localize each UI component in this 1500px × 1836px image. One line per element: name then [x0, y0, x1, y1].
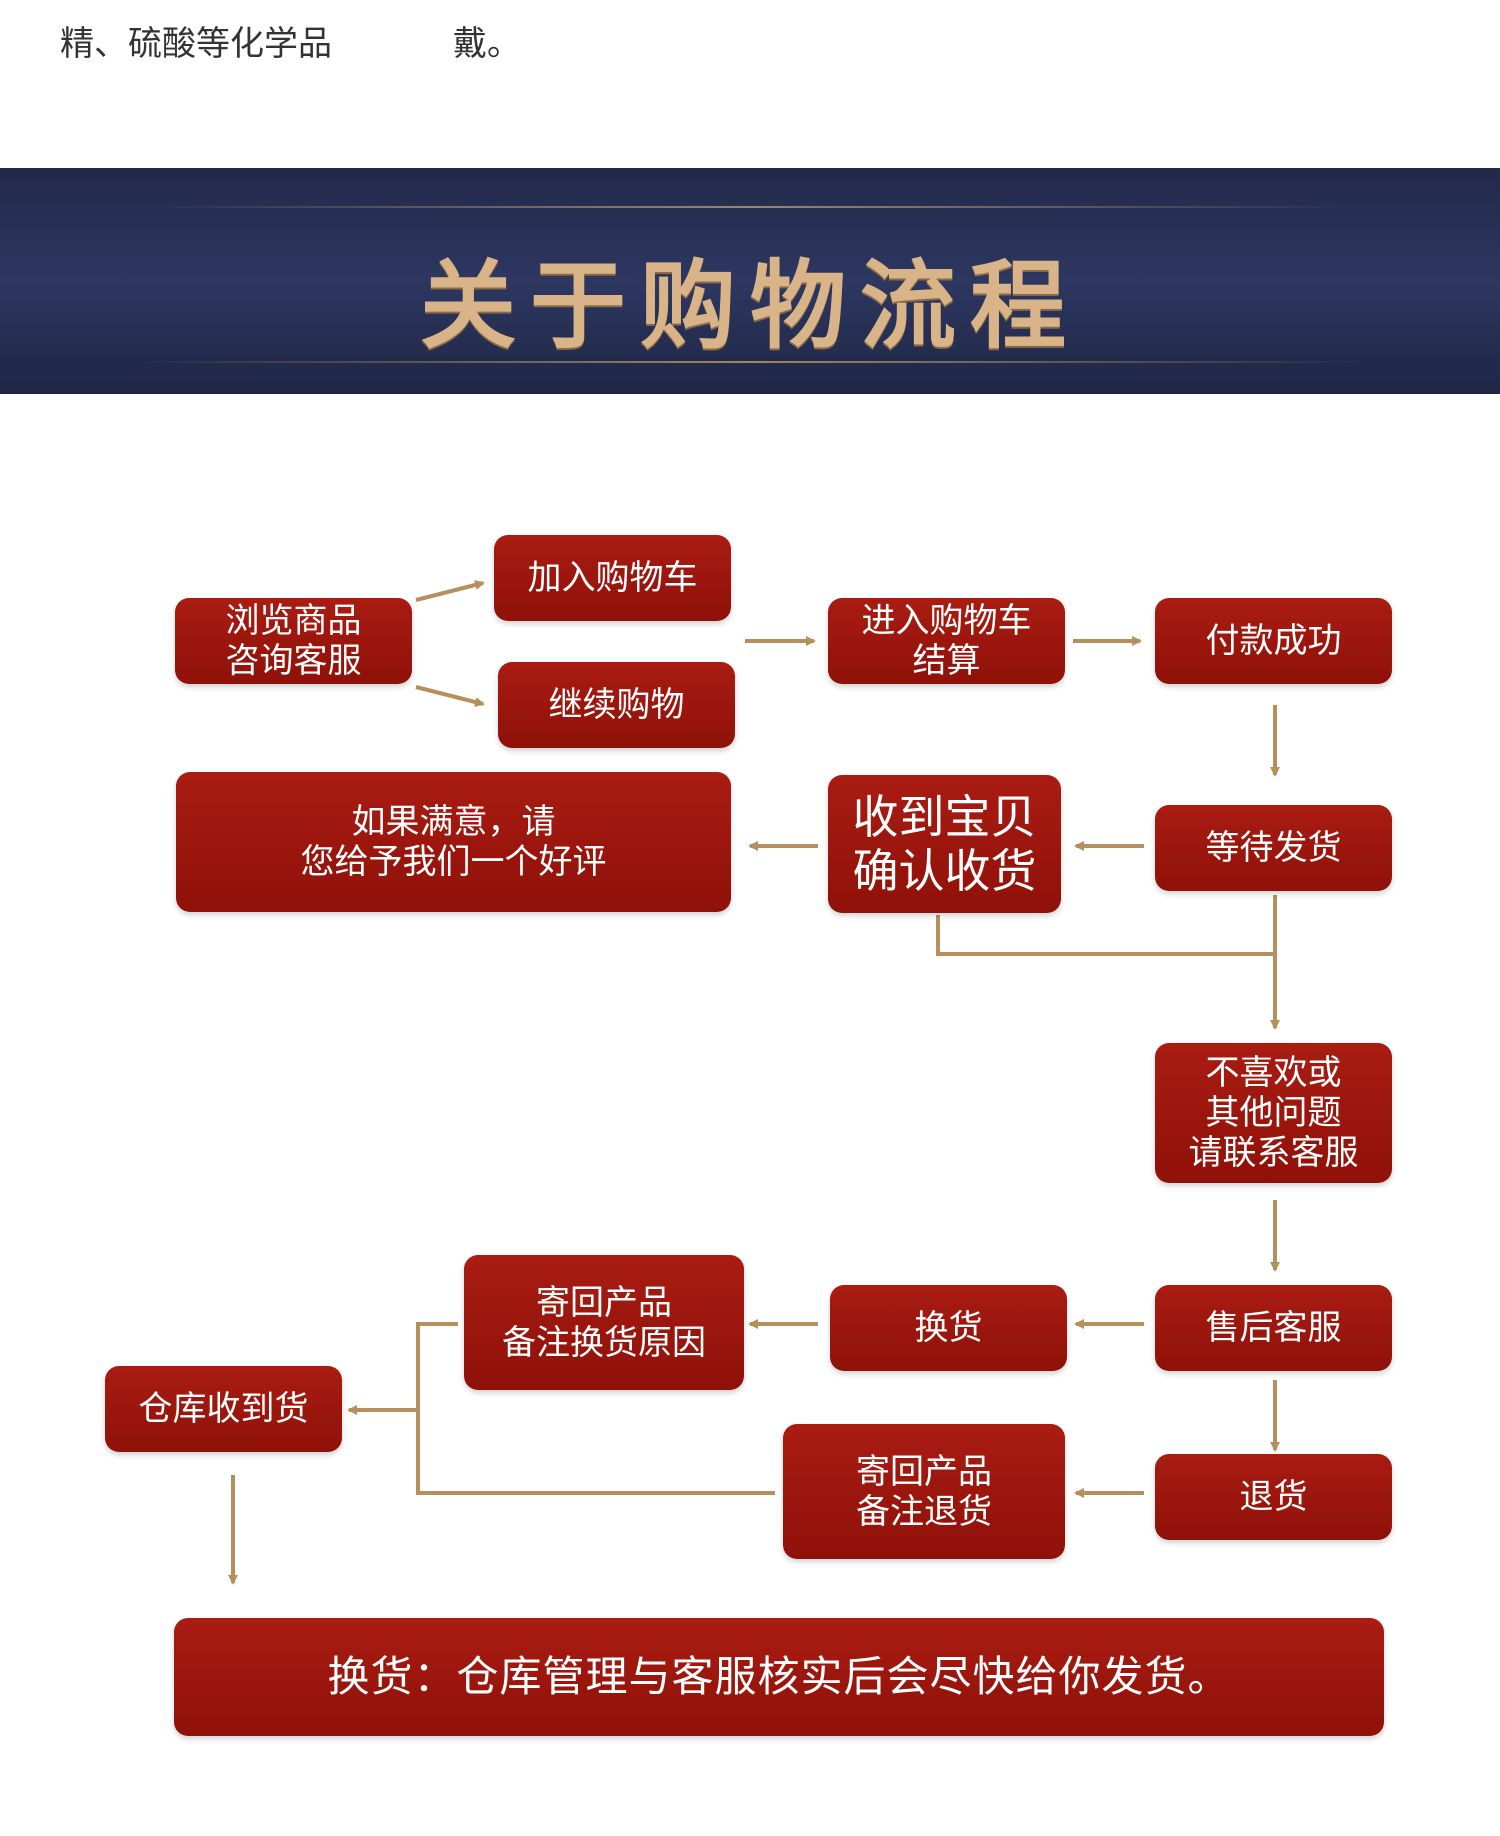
node-await-shipping: 等待发货: [1155, 805, 1392, 891]
prev-text-col1: 精、硫酸等化学品: [60, 24, 332, 64]
node-good-review: 如果满意，请 您给予我们一个好评: [176, 772, 731, 912]
node-return-refund: 寄回产品 备注退货: [783, 1424, 1065, 1559]
node-refund: 退货: [1155, 1454, 1392, 1540]
line-receive-to-junction: [936, 915, 1275, 956]
node-browse: 浏览商品 咨询客服: [175, 598, 412, 684]
node-continue-shopping: 继续购物: [498, 662, 735, 748]
arrow-browse-to-cart: [415, 580, 485, 602]
banner-bottom-divider: [140, 361, 1360, 363]
node-payment-success: 付款成功: [1155, 598, 1392, 684]
node-receive-confirm: 收到宝贝 确认收货: [828, 775, 1061, 913]
banner-title: 关于购物流程: [420, 250, 1080, 362]
previous-section-text: 精、硫酸等化学品 戴。: [0, 0, 1500, 140]
node-exchange: 换货: [830, 1285, 1067, 1371]
node-after-sales: 售后客服: [1155, 1285, 1392, 1371]
node-return-exchange: 寄回产品 备注换货原因: [464, 1255, 744, 1390]
prev-text-col2: 戴。: [453, 24, 521, 64]
node-final-note: 换货：仓库管理与客服核实后会尽快给你发货。: [174, 1618, 1384, 1736]
arrow-browse-to-continue: [415, 685, 485, 707]
node-dislike-contact: 不喜欢或 其他问题 请联系客服: [1155, 1043, 1392, 1183]
section-banner: [0, 168, 1500, 394]
node-add-to-cart: 加入购物车: [494, 535, 731, 621]
node-warehouse-received: 仓库收到货: [105, 1366, 342, 1452]
banner-top-divider: [140, 206, 1360, 208]
node-checkout: 进入购物车 结算: [828, 598, 1065, 684]
